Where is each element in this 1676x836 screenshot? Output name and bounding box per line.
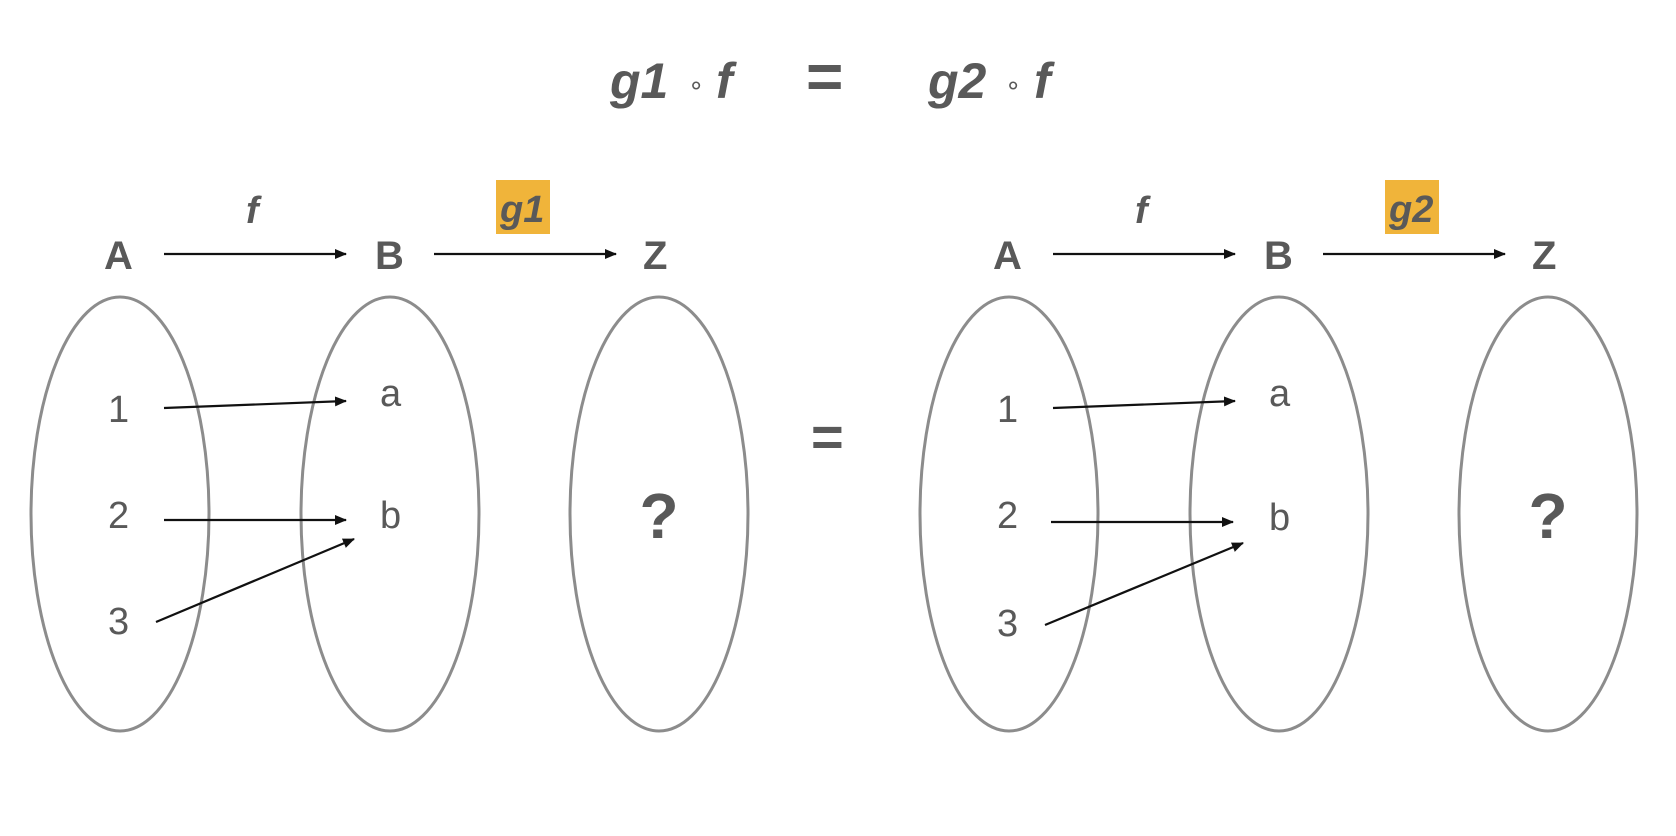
set-z-label: Z [1532,234,1556,278]
equation-header: g1 ∘ f = g2 ∘ f [609,40,1055,112]
middle-equals-sign: = [811,405,844,468]
equation-equals-sign: = [806,40,843,112]
set-z-ellipse [1457,295,1639,733]
z-element-unknown: ? [1528,480,1567,552]
a-element-2: 2 [997,495,1018,537]
g-label-highlight [496,180,550,234]
b-element-b: b [1269,497,1290,539]
set-a-ellipse [29,295,211,733]
panel-right: A B Z f g2 1 2 3 a b ? [918,180,1639,733]
set-a-ellipse [918,295,1100,733]
g-label: g1 [499,189,544,231]
a-element-3: 3 [997,603,1018,645]
set-b-label: B [1264,234,1293,278]
equation-left-fn: g1 [609,53,668,109]
equation-right-compose-op: ∘ [1005,70,1021,100]
map-3-to-b [155,537,355,624]
a-element-1: 1 [997,389,1018,431]
f-label: f [246,190,262,232]
z-element-unknown: ? [639,480,678,552]
map-1-to-a [1052,396,1236,410]
set-a-label: A [104,234,133,278]
map-3-to-b [1044,541,1244,627]
equation-right-arg: f [1034,53,1055,109]
set-a-label: A [993,234,1022,278]
set-z-ellipse [568,295,750,733]
g-label: g2 [1388,189,1433,231]
set-b-label: B [375,234,404,278]
set-z-label: Z [643,234,667,278]
b-element-a: a [1269,373,1291,415]
set-b-ellipse [299,295,481,733]
b-element-b: b [380,495,401,537]
panel-left: A B Z f g1 1 2 3 a b ? [29,180,750,733]
b-element-a: a [380,373,402,415]
equation-left-compose-op: ∘ [688,70,704,100]
a-element-3: 3 [108,601,129,643]
a-element-1: 1 [108,389,129,431]
map-1-to-a [163,396,347,410]
f-label: f [1135,190,1151,232]
a-element-2: 2 [108,495,129,537]
set-b-ellipse [1188,295,1370,733]
g-label-highlight [1385,180,1439,234]
equation-left-arg: f [716,53,737,109]
equation-right-fn: g2 [927,53,987,109]
